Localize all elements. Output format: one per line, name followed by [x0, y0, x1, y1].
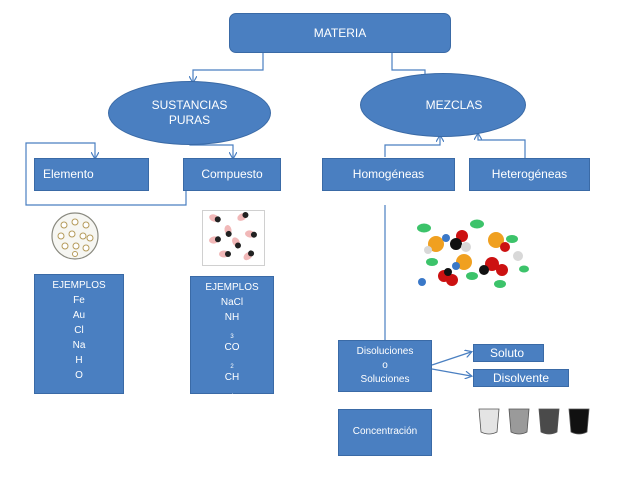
compuesto-label: Compuesto [201, 167, 263, 181]
element-example: Au [72, 310, 86, 321]
element-examples-box: EJEMPLOS Fe Au Cl Na H O [34, 274, 124, 394]
connector-homogeneas-mezclas [384, 136, 440, 157]
mezclas-label: MEZCLAS [425, 97, 483, 112]
connector-disoluciones-soluto [431, 352, 471, 366]
element-atoms-image [51, 212, 99, 260]
concentracion-node: Concentración [338, 409, 432, 456]
connector-heterogeneas-mezclas [478, 134, 526, 158]
heterogeneas-label: Heterogéneas [491, 167, 568, 181]
element-examples-header: EJEMPLOS [52, 280, 106, 291]
heterogeneas-node: Heterogéneas [469, 158, 590, 191]
disoluciones-label-2: o [382, 360, 388, 371]
soluto-node: Soluto [473, 344, 544, 362]
sustancias-puras-label-1: SUSTANCIAS [151, 98, 228, 112]
sustancias-puras-label-2: PURAS [168, 113, 211, 127]
homogeneas-label: Homogéneas [352, 167, 425, 181]
materia-node: MATERIA [229, 13, 451, 53]
homogeneas-node: Homogéneas [322, 158, 455, 191]
connector-materia-pure [193, 53, 264, 82]
concentration-cups-image [478, 408, 590, 435]
disoluciones-node: Disoluciones o Soluciones [338, 340, 432, 392]
compuesto-node: Compuesto [183, 158, 281, 191]
mezclas-node: MEZCLAS [360, 73, 526, 137]
elemento-node: Elemento [34, 158, 149, 191]
elemento-label: Elemento [43, 167, 94, 181]
disolvente-node: Disolvente [473, 369, 569, 387]
connector-elemento-pure [25, 142, 187, 206]
disoluciones-label-1: Disoluciones [356, 346, 414, 357]
soluto-label: Soluto [490, 345, 525, 360]
element-example: Na [72, 340, 86, 351]
concentracion-label: Concentración [352, 426, 418, 438]
compound-examples-header: EJEMPLOS [205, 282, 259, 293]
connector-disoluciones-disolvente [431, 368, 471, 376]
mixture-molecules-image [417, 219, 529, 288]
compound-example: NaCl [220, 297, 244, 308]
element-example: H [75, 355, 83, 366]
disolvente-label: Disolvente [492, 370, 550, 385]
compound-molecules-image [202, 210, 265, 266]
sustancias-puras-node: SUSTANCIAS PURAS [108, 81, 271, 145]
disoluciones-label-3: Soluciones [360, 374, 410, 385]
element-example: O [75, 370, 83, 381]
materia-label: MATERIA [313, 25, 367, 40]
connector-pure-compuesto [189, 143, 233, 158]
element-example: Cl [74, 325, 84, 336]
element-example: Fe [73, 295, 85, 306]
